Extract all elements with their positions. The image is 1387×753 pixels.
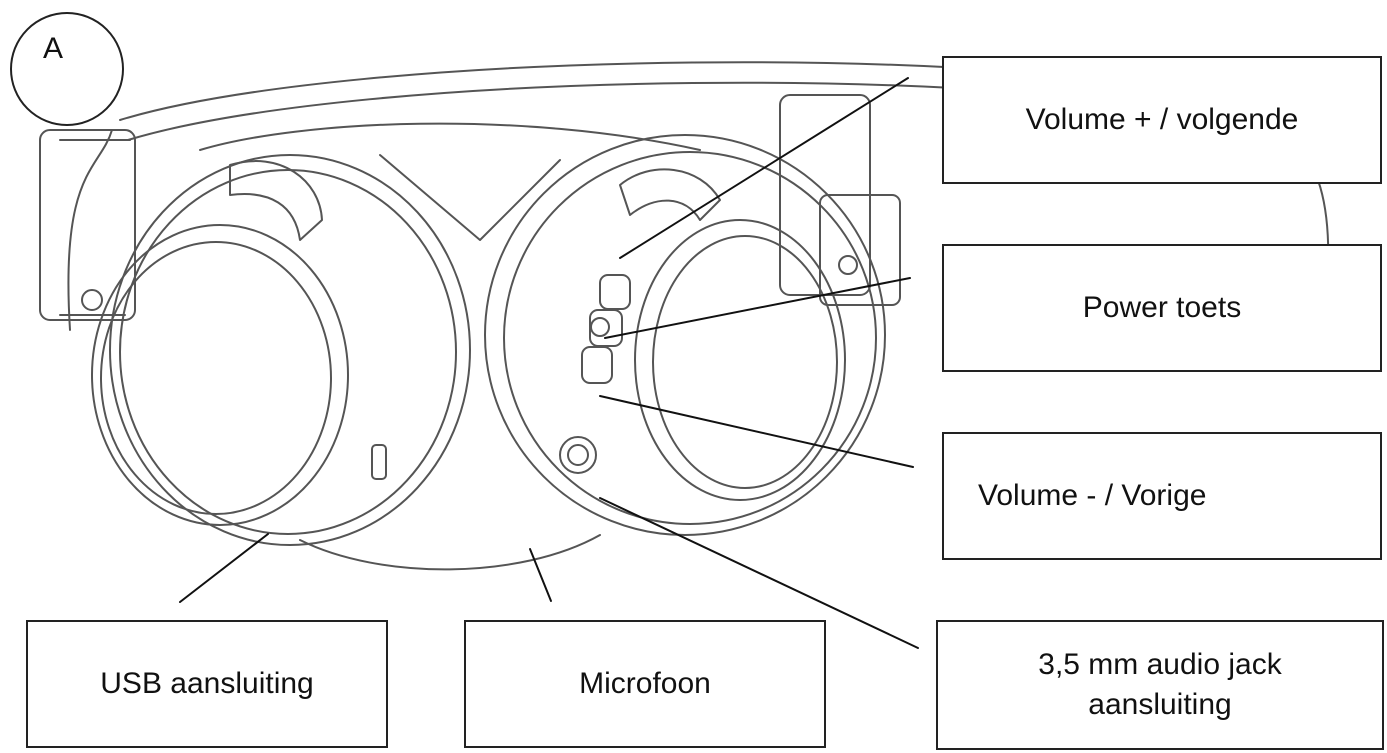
leader-volume-up (619, 77, 909, 259)
label-power: Power toets (942, 244, 1382, 372)
leader-usb (179, 533, 269, 603)
label-microphone: Microfoon (464, 620, 826, 748)
leader-power (604, 277, 911, 339)
label-volume-up: Volume + / volgende (942, 56, 1382, 184)
label-volume-down: Volume - / Vorige (942, 432, 1382, 560)
figure-tag: A (10, 12, 124, 126)
leader-microphone (529, 548, 552, 602)
leader-volume-down (599, 395, 914, 468)
right-ear-cup (484, 134, 886, 536)
leader-audio-jack (599, 497, 919, 649)
cushion-band (199, 122, 701, 571)
left-ear-cup (81, 154, 471, 546)
label-audio-jack: 3,5 mm audio jack aansluiting (936, 620, 1384, 750)
label-usb: USB aansluiting (26, 620, 388, 748)
